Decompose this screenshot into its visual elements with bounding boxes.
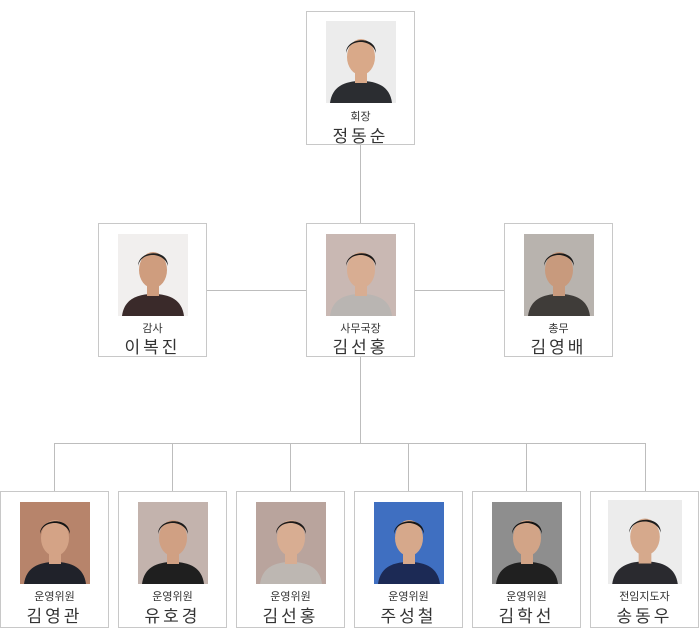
auditor-role: 감사 (142, 322, 163, 335)
portrait-image (117, 234, 188, 316)
committee-member-role: 운영위원 (388, 590, 429, 603)
head-coach-photo (607, 500, 682, 584)
committee-member-role: 운영위원 (34, 590, 75, 603)
portrait-image (137, 502, 208, 584)
secretary-general-card: 사무국장 김선홍 (306, 223, 415, 358)
committee-member-name: 김선홍 (262, 607, 319, 627)
committee-member-photo (255, 502, 326, 584)
connector-committee-drop-6 (645, 443, 646, 491)
connector-secretary-to-committee (360, 357, 361, 443)
general-affairs-photo (523, 234, 594, 316)
head-coach-name: 송동우 (616, 607, 673, 627)
general-affairs-card: 총무 김영배 (504, 223, 613, 358)
committee-member-role: 운영위원 (270, 590, 311, 603)
committee-member-role: 운영위원 (152, 590, 193, 603)
portrait-image (19, 502, 90, 584)
connector-committee-drop-3 (290, 443, 291, 491)
auditor-card: 감사 이복진 (98, 223, 207, 358)
secretary-general-photo (325, 234, 396, 316)
connector-committee-drop-5 (526, 443, 527, 491)
committee-member-card: 운영위원 김선홍 (236, 491, 345, 628)
president-role: 회장 (350, 110, 371, 123)
portrait-image (523, 234, 594, 316)
auditor-name: 이복진 (124, 338, 181, 358)
connector-committee-drop-4 (408, 443, 409, 491)
portrait-image (607, 500, 682, 584)
secretary-general-role: 사무국장 (340, 322, 381, 335)
connector-committee-drop-1 (54, 443, 55, 491)
committee-member-photo (19, 502, 90, 584)
committee-member-card: 운영위원 김영관 (0, 491, 109, 628)
committee-member-name: 김영관 (26, 607, 83, 627)
committee-member-role: 운영위원 (506, 590, 547, 603)
president-name: 정동순 (332, 127, 389, 147)
head-coach-role: 전임지도자 (619, 590, 670, 603)
committee-member-name: 유호경 (144, 607, 201, 627)
portrait-image (373, 502, 444, 584)
committee-member-name: 주성철 (380, 607, 437, 627)
portrait-image (325, 21, 396, 103)
committee-member-photo (137, 502, 208, 584)
connector-auditor-to-secretary (207, 290, 307, 291)
committee-member-name: 김학선 (498, 607, 555, 627)
general-affairs-name: 김영배 (530, 338, 587, 358)
committee-member-photo (373, 502, 444, 584)
president-photo (325, 21, 396, 103)
head-coach-card: 전임지도자 송동우 (590, 491, 699, 628)
portrait-image (325, 234, 396, 316)
committee-member-photo (491, 502, 562, 584)
president-card: 회장 정동순 (306, 11, 415, 147)
committee-member-card: 운영위원 김학선 (472, 491, 581, 628)
connector-committee-drop-2 (172, 443, 173, 491)
connector-committee-horizontal (54, 443, 646, 444)
general-affairs-role: 총무 (548, 322, 569, 335)
connector-president-to-secretary (360, 144, 361, 224)
portrait-image (491, 502, 562, 584)
committee-member-card: 운영위원 주성철 (354, 491, 463, 628)
connector-secretary-to-general-affairs (414, 290, 504, 291)
secretary-general-name: 김선홍 (332, 338, 389, 358)
committee-member-card: 운영위원 유호경 (118, 491, 227, 628)
portrait-image (255, 502, 326, 584)
auditor-photo (117, 234, 188, 316)
